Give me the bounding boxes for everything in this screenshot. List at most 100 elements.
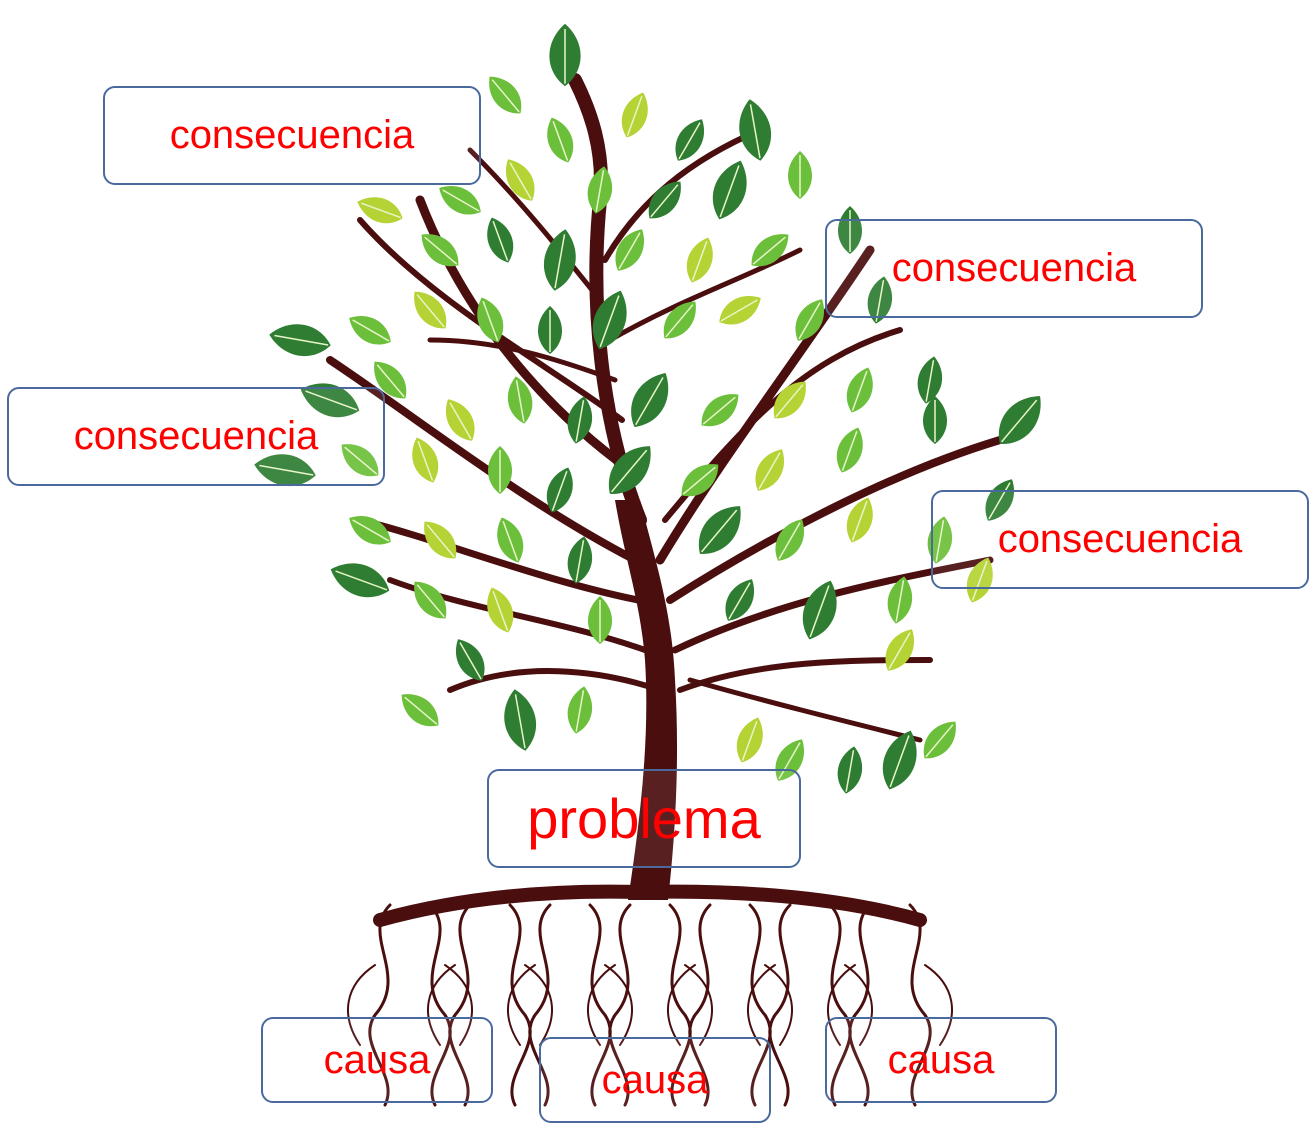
root	[924, 964, 953, 1046]
leaf	[725, 579, 754, 621]
leaf	[719, 296, 761, 325]
leaf	[885, 629, 914, 671]
leaf	[836, 427, 863, 473]
leaf	[538, 306, 562, 354]
leaf	[631, 372, 669, 428]
leaf	[923, 721, 956, 759]
leaf	[751, 234, 789, 267]
leaf	[254, 454, 316, 487]
leaf	[802, 580, 837, 640]
branch	[356, 516, 642, 604]
leaf	[414, 581, 447, 619]
consequence-box-3[interactable]: consecuencia	[7, 387, 385, 486]
root	[528, 903, 552, 1107]
root	[684, 964, 713, 1046]
leaf	[773, 381, 806, 419]
consequence-box-2[interactable]: consecuencia	[825, 219, 1203, 318]
cause-label: causa	[601, 1057, 709, 1102]
leaf	[567, 396, 593, 444]
leaf	[923, 396, 947, 444]
branch	[568, 73, 647, 527]
problem-label: problema	[527, 787, 761, 850]
leaf	[357, 197, 403, 224]
root	[668, 903, 692, 1107]
branch	[447, 668, 663, 693]
leaf	[487, 217, 514, 263]
root	[608, 903, 632, 1107]
leaf	[588, 596, 612, 644]
consequence-box-1[interactable]: consecuencia	[103, 86, 481, 185]
leaf	[456, 639, 485, 681]
branch	[666, 436, 1004, 604]
leaf	[269, 324, 331, 357]
leaf	[349, 516, 391, 545]
cause-label: causa	[887, 1037, 995, 1082]
leaf	[686, 237, 713, 283]
root	[688, 903, 712, 1107]
tree-leaves	[254, 23, 1041, 794]
root	[448, 903, 472, 1107]
leaf	[615, 229, 644, 271]
leaf	[592, 290, 627, 350]
leaf	[998, 396, 1041, 444]
root	[827, 964, 856, 1046]
root	[444, 964, 473, 1046]
leaf	[775, 519, 804, 561]
leaf	[882, 730, 917, 790]
problem-box[interactable]: problema	[487, 769, 801, 868]
branch	[326, 356, 639, 564]
consequence-box-4[interactable]: consecuencia	[931, 490, 1309, 589]
leaf	[549, 23, 581, 87]
leaf	[546, 467, 573, 513]
leaf	[421, 234, 459, 267]
leaf	[547, 117, 574, 163]
leaf	[488, 446, 512, 494]
cause-box-3[interactable]: causa	[825, 1017, 1057, 1103]
leaf	[648, 181, 681, 219]
leaf	[788, 151, 812, 199]
root	[828, 903, 852, 1107]
leaf	[414, 291, 447, 329]
branch	[467, 147, 603, 303]
root	[368, 903, 392, 1107]
leaf	[341, 444, 379, 477]
leaf	[412, 437, 439, 483]
root	[748, 903, 772, 1107]
root	[844, 964, 873, 1046]
leaf	[446, 399, 475, 441]
leaf	[867, 276, 893, 324]
leaf	[846, 497, 873, 543]
consequence-label: consecuencia	[891, 246, 1137, 290]
leaf	[504, 689, 537, 751]
leaf	[587, 166, 613, 214]
leaf	[487, 587, 514, 633]
root	[347, 964, 376, 1046]
root	[427, 964, 456, 1046]
branch	[607, 247, 803, 343]
cause-box-1[interactable]: causa	[261, 1017, 493, 1103]
root	[848, 903, 872, 1107]
leaf	[621, 92, 648, 138]
leaf	[681, 464, 719, 497]
cause-box-2[interactable]: causa	[539, 1037, 771, 1123]
leaf	[966, 557, 993, 603]
leaf	[701, 394, 739, 427]
branch	[427, 337, 618, 383]
root	[588, 903, 612, 1107]
leaf	[401, 694, 439, 727]
root	[507, 964, 536, 1046]
leaf	[439, 186, 481, 215]
root	[587, 964, 616, 1046]
tree-trunk	[615, 500, 678, 900]
leaf	[349, 316, 391, 345]
leaf	[736, 717, 763, 763]
cause-label: causa	[323, 1037, 431, 1082]
leaf	[543, 229, 576, 291]
leaf	[675, 119, 704, 161]
consequence-label: consecuencia	[169, 113, 415, 157]
leaf	[795, 299, 824, 341]
leaf	[567, 536, 593, 584]
root	[428, 903, 452, 1107]
leaf	[506, 159, 535, 201]
